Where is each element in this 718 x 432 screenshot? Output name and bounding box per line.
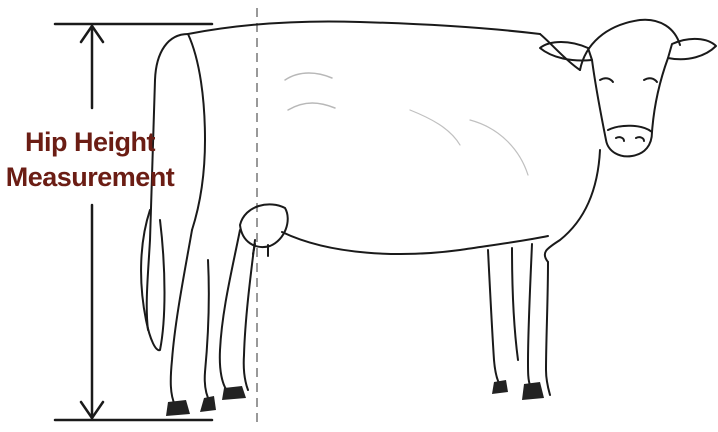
face	[592, 58, 668, 156]
shading-stroke-4	[410, 110, 460, 145]
muzzle	[608, 126, 652, 132]
measurement-label-line-2: Measurement	[0, 160, 180, 194]
front-leg-near-back	[546, 262, 550, 395]
ear-right	[668, 39, 716, 59]
chest-line	[545, 150, 600, 262]
hoof-1	[166, 400, 190, 416]
hoof-3	[222, 386, 246, 400]
back-line	[188, 22, 540, 35]
hooves	[166, 380, 544, 416]
shading-stroke-3	[470, 120, 528, 175]
hind-leg-near-inner	[244, 240, 255, 390]
shading-stroke-2	[288, 103, 335, 110]
belly-line	[282, 232, 548, 254]
hind-leg-rear	[171, 230, 192, 405]
hoof-5	[522, 382, 544, 400]
shading-stroke-1	[285, 73, 332, 80]
nostril-left	[616, 137, 624, 141]
hind-leg-rear-inner	[205, 260, 210, 402]
hind-leg-near	[220, 230, 240, 392]
rump	[188, 34, 205, 230]
cow-body	[141, 20, 716, 405]
poll	[580, 20, 680, 70]
front-leg-near	[528, 244, 532, 385]
front-leg-far-back	[512, 248, 518, 360]
tail-switch	[141, 210, 164, 350]
hoof-2	[200, 396, 216, 412]
eye-left	[600, 78, 613, 82]
nostril-right	[636, 137, 644, 141]
measurement-label-line-1: Hip Height	[0, 125, 180, 159]
front-leg-far	[488, 250, 500, 385]
hoof-4	[492, 380, 508, 394]
udder	[240, 204, 288, 247]
eye-right	[644, 78, 657, 82]
measurement-guide	[55, 24, 212, 420]
